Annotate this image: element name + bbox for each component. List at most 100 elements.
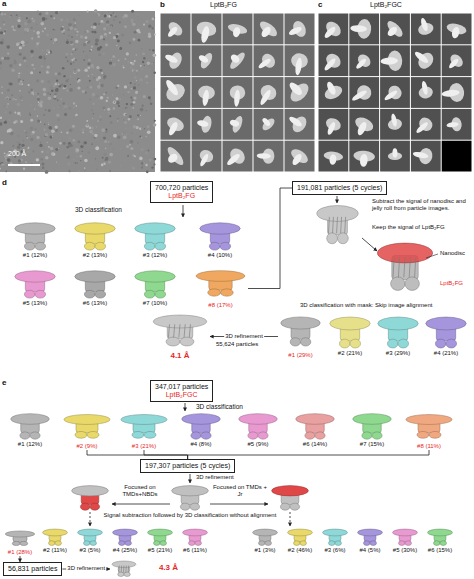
noise-dot (71, 36, 73, 38)
noise-dot (20, 120, 23, 123)
noise-dot (1, 86, 3, 88)
noise-dot (50, 34, 52, 36)
noise-dot (18, 73, 20, 75)
map-lobe (30, 432, 40, 439)
noise-dot (42, 17, 46, 21)
noise-dot (88, 59, 91, 62)
noise-dot (151, 63, 153, 65)
noise-dot (23, 140, 25, 142)
map-lobe (12, 541, 20, 545)
class-core (448, 58, 460, 70)
helix-stroke (344, 217, 346, 233)
map-lobe (90, 503, 100, 510)
map-lobe (435, 339, 446, 348)
noise-dot (19, 17, 21, 19)
class-particle (228, 50, 247, 71)
class-core (413, 50, 429, 65)
map-lobe (429, 431, 441, 438)
noise-dot (55, 129, 58, 132)
noise-dot (30, 138, 34, 142)
noise-dot (99, 85, 100, 86)
map-disc (78, 529, 103, 536)
noise-dot (35, 168, 36, 169)
noise-dot (36, 42, 39, 45)
map-lobe (338, 233, 349, 244)
noise-dot (68, 136, 72, 140)
map-lobe (440, 541, 446, 546)
class-core (441, 89, 460, 98)
noise-dot (52, 136, 53, 137)
noise-dot (18, 75, 20, 77)
map-lobe (370, 541, 376, 546)
noise-dot (84, 141, 87, 144)
particle-box: 700,720 particlesLptB₂FG (150, 181, 213, 203)
noise-dot (13, 121, 15, 123)
map-lobe (434, 541, 440, 546)
particle-box: 197,307 particles (5 cycles) (140, 459, 235, 473)
noise-dot (89, 80, 91, 82)
noise-dot (48, 96, 52, 100)
noise-dot (54, 29, 55, 30)
class-core (202, 89, 210, 106)
noise-dot (19, 83, 21, 85)
annotation-text: Focused on TMDs + Jr (212, 484, 268, 498)
helix-stroke (415, 257, 416, 277)
noise-dot (72, 139, 75, 142)
noise-dot (118, 105, 120, 107)
noise-dot (120, 165, 121, 166)
map-disc (323, 529, 348, 536)
map-lobe (124, 572, 130, 576)
noise-dot (112, 63, 116, 67)
noise-dot (50, 38, 52, 40)
noise-dot (60, 27, 63, 30)
noise-dot (147, 130, 151, 134)
noise-dot (80, 35, 84, 39)
noise-dot (88, 151, 91, 154)
noise-dot (113, 101, 116, 104)
noise-dot (66, 155, 68, 157)
noise-dot (103, 52, 105, 54)
class-cell (319, 77, 349, 108)
noise-dot (77, 69, 80, 72)
noise-dot (33, 57, 34, 58)
class-core (412, 151, 429, 160)
noise-dot (95, 39, 99, 43)
noise-dot (87, 32, 88, 33)
class-cell (442, 77, 472, 108)
map-lobe (329, 541, 335, 546)
noise-dot (102, 140, 103, 141)
noise-dot (129, 115, 132, 118)
noise-dot (0, 27, 1, 29)
noise-dot (55, 83, 58, 86)
noise-dot (96, 66, 99, 69)
noise-dot (148, 150, 150, 152)
noise-dot (26, 41, 29, 44)
noise-dot (103, 137, 106, 140)
noise-dot (118, 47, 121, 50)
noise-dot (113, 134, 117, 138)
noise-dot (153, 71, 155, 73)
noise-dot (48, 109, 51, 112)
noise-dot (26, 146, 28, 148)
noise-dot (76, 105, 78, 107)
map-lobe (24, 242, 35, 250)
class-core (390, 113, 398, 127)
noise-dot (73, 62, 75, 64)
noise-dot (92, 74, 93, 75)
noise-dot (144, 76, 146, 78)
class-core (229, 119, 240, 128)
map-lobe (144, 431, 156, 438)
noise-dot (46, 53, 48, 55)
noise-dot (6, 106, 7, 107)
panel-letter: b (160, 0, 165, 10)
noise-dot (110, 143, 112, 145)
noise-dot (93, 77, 95, 79)
noise-dot (16, 14, 18, 16)
noise-dot (146, 136, 147, 137)
noise-dot (108, 141, 110, 143)
flow-arrow (362, 238, 377, 251)
noise-dot (61, 83, 63, 85)
map-lobe (294, 541, 300, 546)
class-cell (254, 45, 284, 76)
noise-dot (100, 96, 103, 99)
